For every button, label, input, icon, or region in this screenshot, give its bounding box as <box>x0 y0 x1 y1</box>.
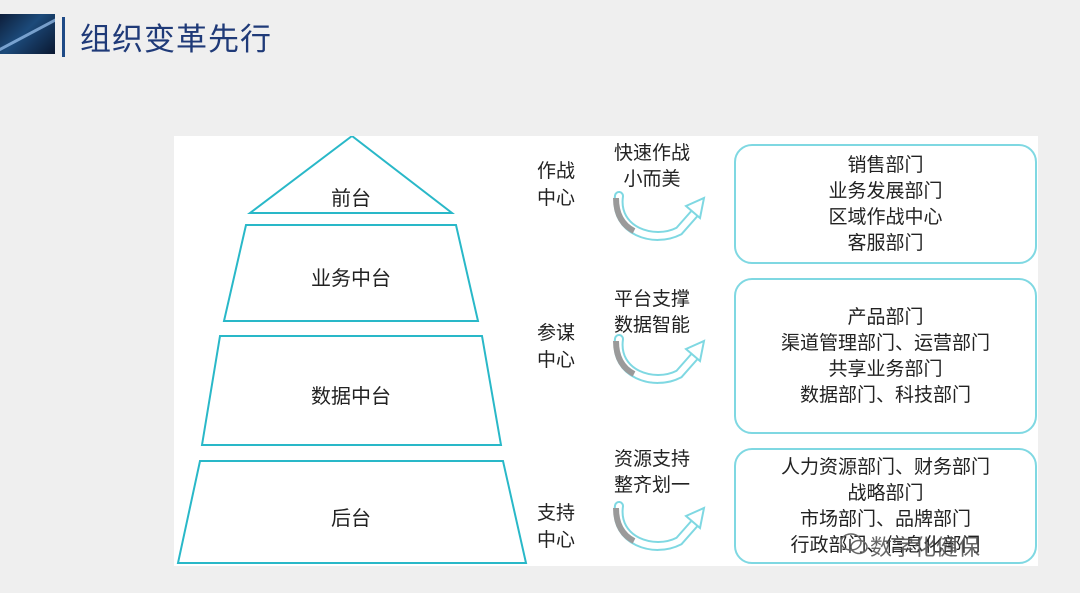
wechat-watermark-icon <box>840 533 868 555</box>
title-bar: 组织变革先行 <box>0 0 1080 70</box>
pyramid-label-front: 前台 <box>331 186 371 210</box>
pyramid-level-back <box>176 460 528 564</box>
curved-arrow-icon <box>613 501 706 551</box>
strategy-label-staff: 平台支撑数据智能 <box>613 288 690 336</box>
strategy-label-combat: 快速作战小而美 <box>613 142 690 190</box>
curved-arrow-icon <box>613 334 706 384</box>
strategy-label-support: 资源支持整齐划一 <box>613 448 690 496</box>
title-separator <box>62 17 65 57</box>
curved-arrow-icon <box>613 191 706 241</box>
title-decoration-image <box>0 14 55 54</box>
department-box-staff: 产品部门 渠道管理部门、运营部门 共享业务部门 数据部门、科技部门 <box>734 278 1037 434</box>
pyramid-label-back: 后台 <box>331 506 371 530</box>
diagram-panel: 前台 业务中台 数据中台 后台 作战中心 参谋中心 支持中心 快速作战小而美 平… <box>174 136 1038 566</box>
department-box-support: 人力资源部门、财务部门 战略部门 市场部门、品牌部门 行政部门、信息化部门 <box>734 448 1037 564</box>
watermark-text: 数字化健保 <box>870 536 981 561</box>
center-label-support: 支持中心 <box>536 502 575 551</box>
center-label-staff: 参谋中心 <box>536 322 575 371</box>
pyramid-label-data: 数据中台 <box>311 384 391 408</box>
pyramid-level-business <box>222 224 480 322</box>
pyramid-level-data <box>200 335 503 446</box>
center-label-combat: 作战中心 <box>536 160 575 209</box>
pyramid-level-front <box>247 136 455 214</box>
diagram-shapes <box>176 136 706 564</box>
pyramid-label-business: 业务中台 <box>311 266 391 290</box>
page-title: 组织变革先行 <box>80 22 272 58</box>
department-box-combat: 销售部门 业务发展部门 区域作战中心 客服部门 <box>734 144 1037 264</box>
